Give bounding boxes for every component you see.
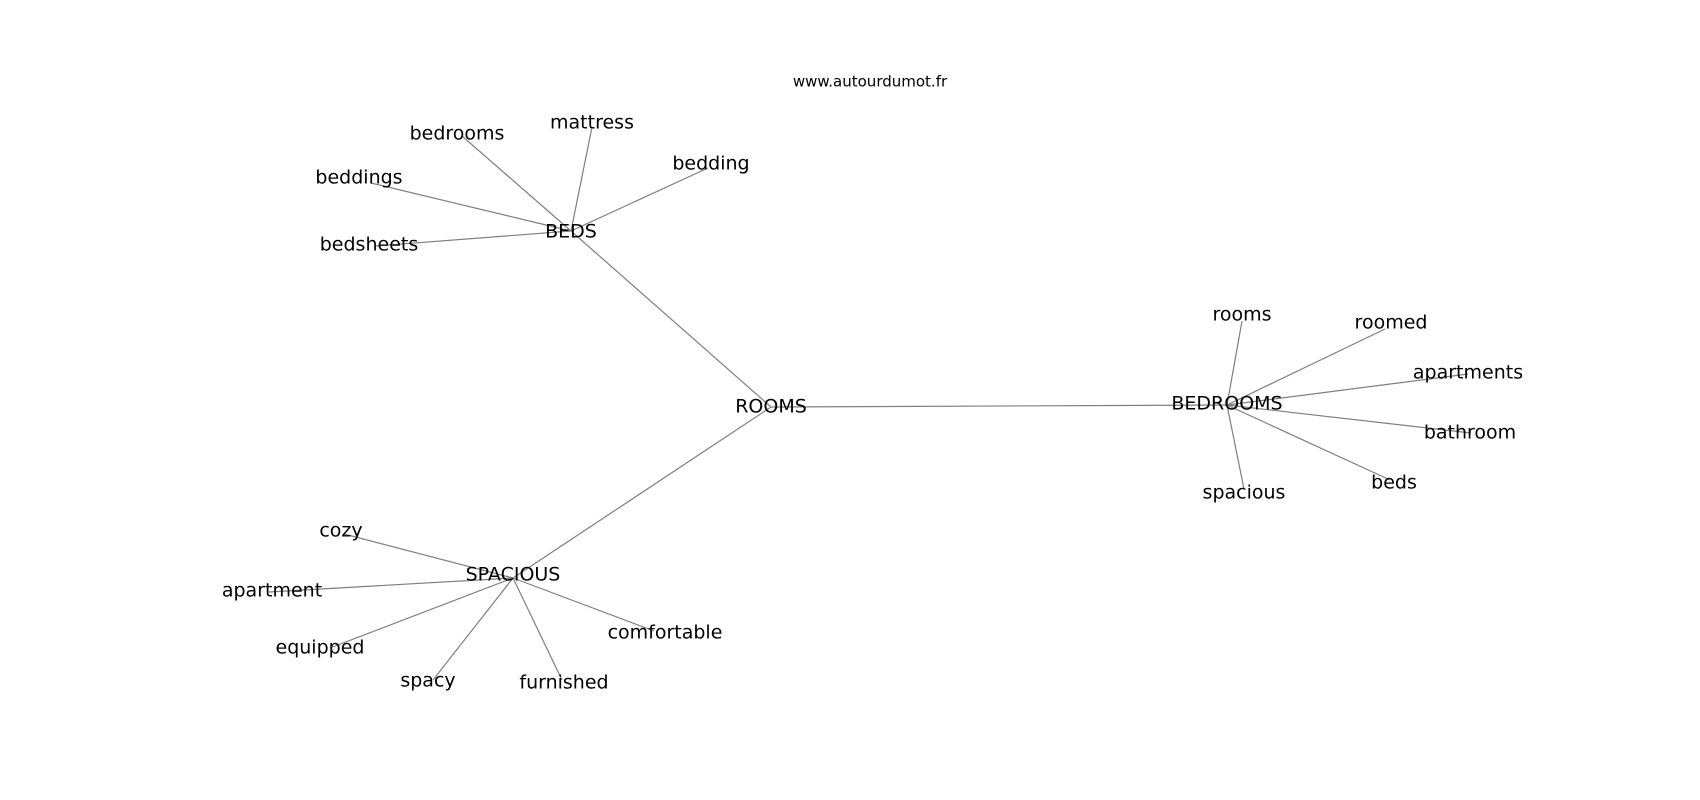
node-leaf: bedrooms xyxy=(410,123,505,145)
node-leaf: mattress xyxy=(550,112,634,134)
edge-beds-bedsheets xyxy=(374,230,572,247)
node-hub-beds: BEDS xyxy=(545,221,597,243)
node-leaf: bedding xyxy=(672,153,749,175)
edge-beds-bedding xyxy=(570,167,709,232)
edge-beds-bedrooms xyxy=(461,135,572,232)
edge-beds-mattress xyxy=(570,126,593,232)
edge-bedrooms-rooms xyxy=(1226,320,1243,406)
node-leaf: cozy xyxy=(319,520,362,542)
node-leaf: furnished xyxy=(519,672,608,694)
node-leaf: bedsheets xyxy=(320,234,418,256)
node-leaf: equipped xyxy=(276,637,365,659)
node-leaf: apartment xyxy=(222,580,322,602)
edge-rooms-beds xyxy=(570,230,772,408)
edge-rooms-spacious xyxy=(512,406,772,579)
node-leaf: beddings xyxy=(315,167,402,189)
node-leaf: bathroom xyxy=(1424,422,1516,444)
edge-spacious-spacy xyxy=(432,577,514,681)
node-leaf: spacious xyxy=(1203,482,1286,504)
edge-rooms-bedrooms xyxy=(770,404,1228,408)
node-leaf: spacy xyxy=(400,670,455,692)
node-hub-bedrooms: BEDROOMS xyxy=(1171,393,1282,415)
node-leaf: rooms xyxy=(1212,304,1271,326)
node-leaf: comfortable xyxy=(608,622,723,644)
edge-bedrooms-beds xyxy=(1226,404,1391,481)
edge-bedrooms-roomed xyxy=(1226,328,1386,406)
node-leaf: beds xyxy=(1371,472,1417,494)
edge-bedrooms-apartments xyxy=(1226,373,1469,406)
edge-beds-beddings xyxy=(370,182,572,232)
source-watermark: www.autourdumot.fr xyxy=(793,73,948,91)
node-leaf: apartments xyxy=(1413,362,1523,384)
edge-spacious-furnished xyxy=(512,577,563,681)
edge-bedrooms-spacious xyxy=(1226,404,1245,490)
edge-spacious-equipped xyxy=(329,577,514,649)
edge-spacious-comfortable xyxy=(512,577,655,632)
edge-spacious-cozy xyxy=(343,533,514,579)
edge-spacious-apartment xyxy=(268,577,514,593)
node-center: ROOMS xyxy=(735,396,807,418)
node-leaf: roomed xyxy=(1355,312,1428,334)
edge-bedrooms-bathroom xyxy=(1226,404,1472,434)
node-hub-spacious: SPACIOUS xyxy=(466,564,561,586)
